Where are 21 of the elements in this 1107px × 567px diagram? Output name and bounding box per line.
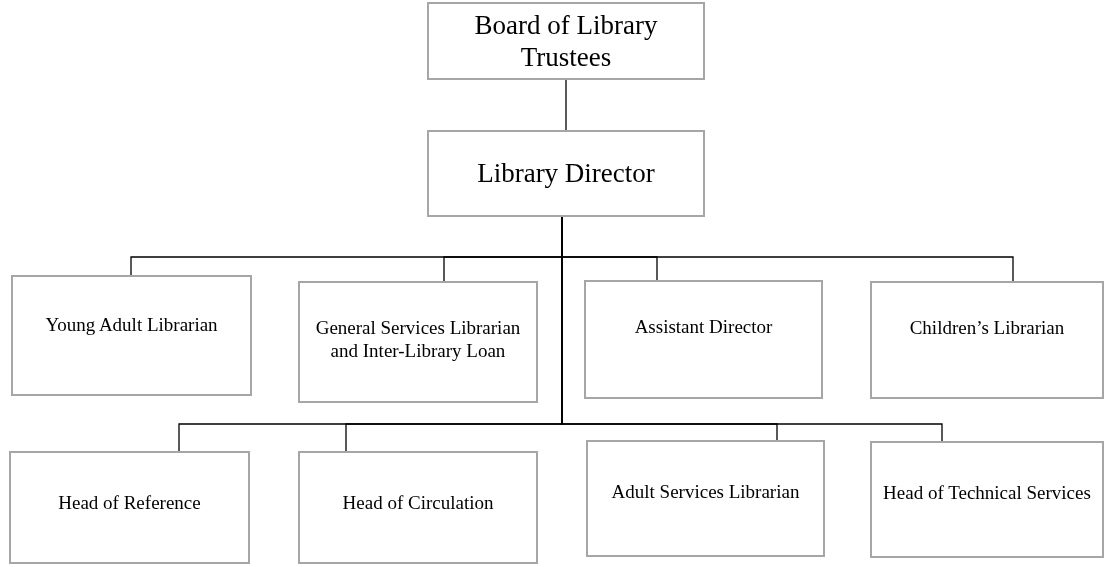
role-title: Children’s Librarian	[909, 316, 1065, 340]
role-title: Head of Technical Services	[883, 482, 1091, 505]
role-title: Head of Reference	[58, 492, 201, 515]
role-box	[427, 2, 705, 80]
role-box	[870, 281, 1104, 399]
role-title: Library Director	[477, 157, 655, 190]
role-title: Adult Services Librarian	[611, 481, 800, 504]
role-box	[870, 441, 1104, 558]
connector-line	[565, 79, 567, 131]
role-box	[586, 440, 825, 557]
role-title: General Services Librarian and Inter-Library Loan	[314, 317, 522, 363]
role-box	[298, 451, 538, 564]
role-box	[584, 280, 823, 399]
role-box	[9, 451, 250, 564]
role-box	[11, 275, 252, 396]
role-title: Head of Circulation	[342, 492, 494, 515]
role-box	[298, 281, 538, 403]
role-title: Young Adult Librarian	[45, 314, 218, 337]
role-box	[427, 130, 705, 217]
role-title: Board of Library Trustees	[473, 8, 659, 74]
role-title: Assistant Director	[634, 316, 773, 339]
